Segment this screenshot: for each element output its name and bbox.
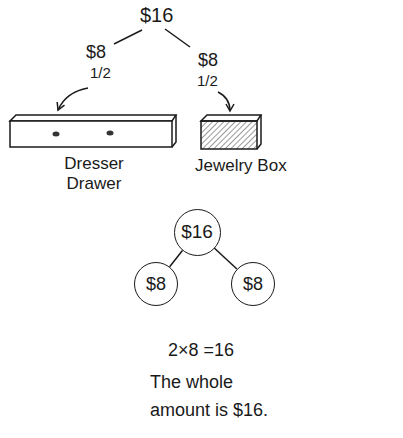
- jewelry-box: Jewelry Box: [195, 112, 365, 176]
- jewelry-box-drawing: [199, 112, 265, 152]
- note-label: 1/2: [197, 72, 218, 90]
- dresser-drawer: Dresser Drawer: [8, 112, 180, 194]
- box-lid: [201, 115, 261, 121]
- drawer-top: [10, 115, 176, 121]
- node-text: Dresser Drawer: [48, 154, 140, 194]
- split-line: [165, 29, 190, 47]
- curved-arrow: [58, 88, 88, 110]
- box-side: [257, 115, 261, 149]
- box-front: [201, 121, 257, 149]
- note-label: $8: [198, 50, 218, 72]
- amount-circle: $8: [134, 262, 178, 306]
- drawer-front: [10, 121, 172, 147]
- tree-connector: [170, 250, 183, 266]
- curved-arrow: [218, 92, 230, 111]
- note-label: $16: [140, 3, 173, 27]
- note-label: The whole amount is $16.: [150, 368, 288, 424]
- node-text: Jewelry Box: [195, 156, 365, 176]
- drawer-knob: [53, 132, 60, 137]
- amount-circle: $16: [174, 209, 221, 256]
- note-label: $8: [86, 42, 106, 64]
- drawer-knob: [107, 131, 114, 136]
- node-text: $8: [243, 274, 263, 295]
- tree-connector: [214, 248, 237, 269]
- node-text: $8: [146, 274, 166, 295]
- note-label: 1/2: [90, 64, 111, 82]
- split-line: [114, 30, 142, 44]
- amount-circle: $8: [231, 262, 275, 306]
- drawer-side: [172, 115, 176, 147]
- node-text: $16: [181, 221, 213, 243]
- note-label: 2×8 =16: [168, 340, 234, 362]
- dresser-drawer-drawing: [8, 112, 180, 150]
